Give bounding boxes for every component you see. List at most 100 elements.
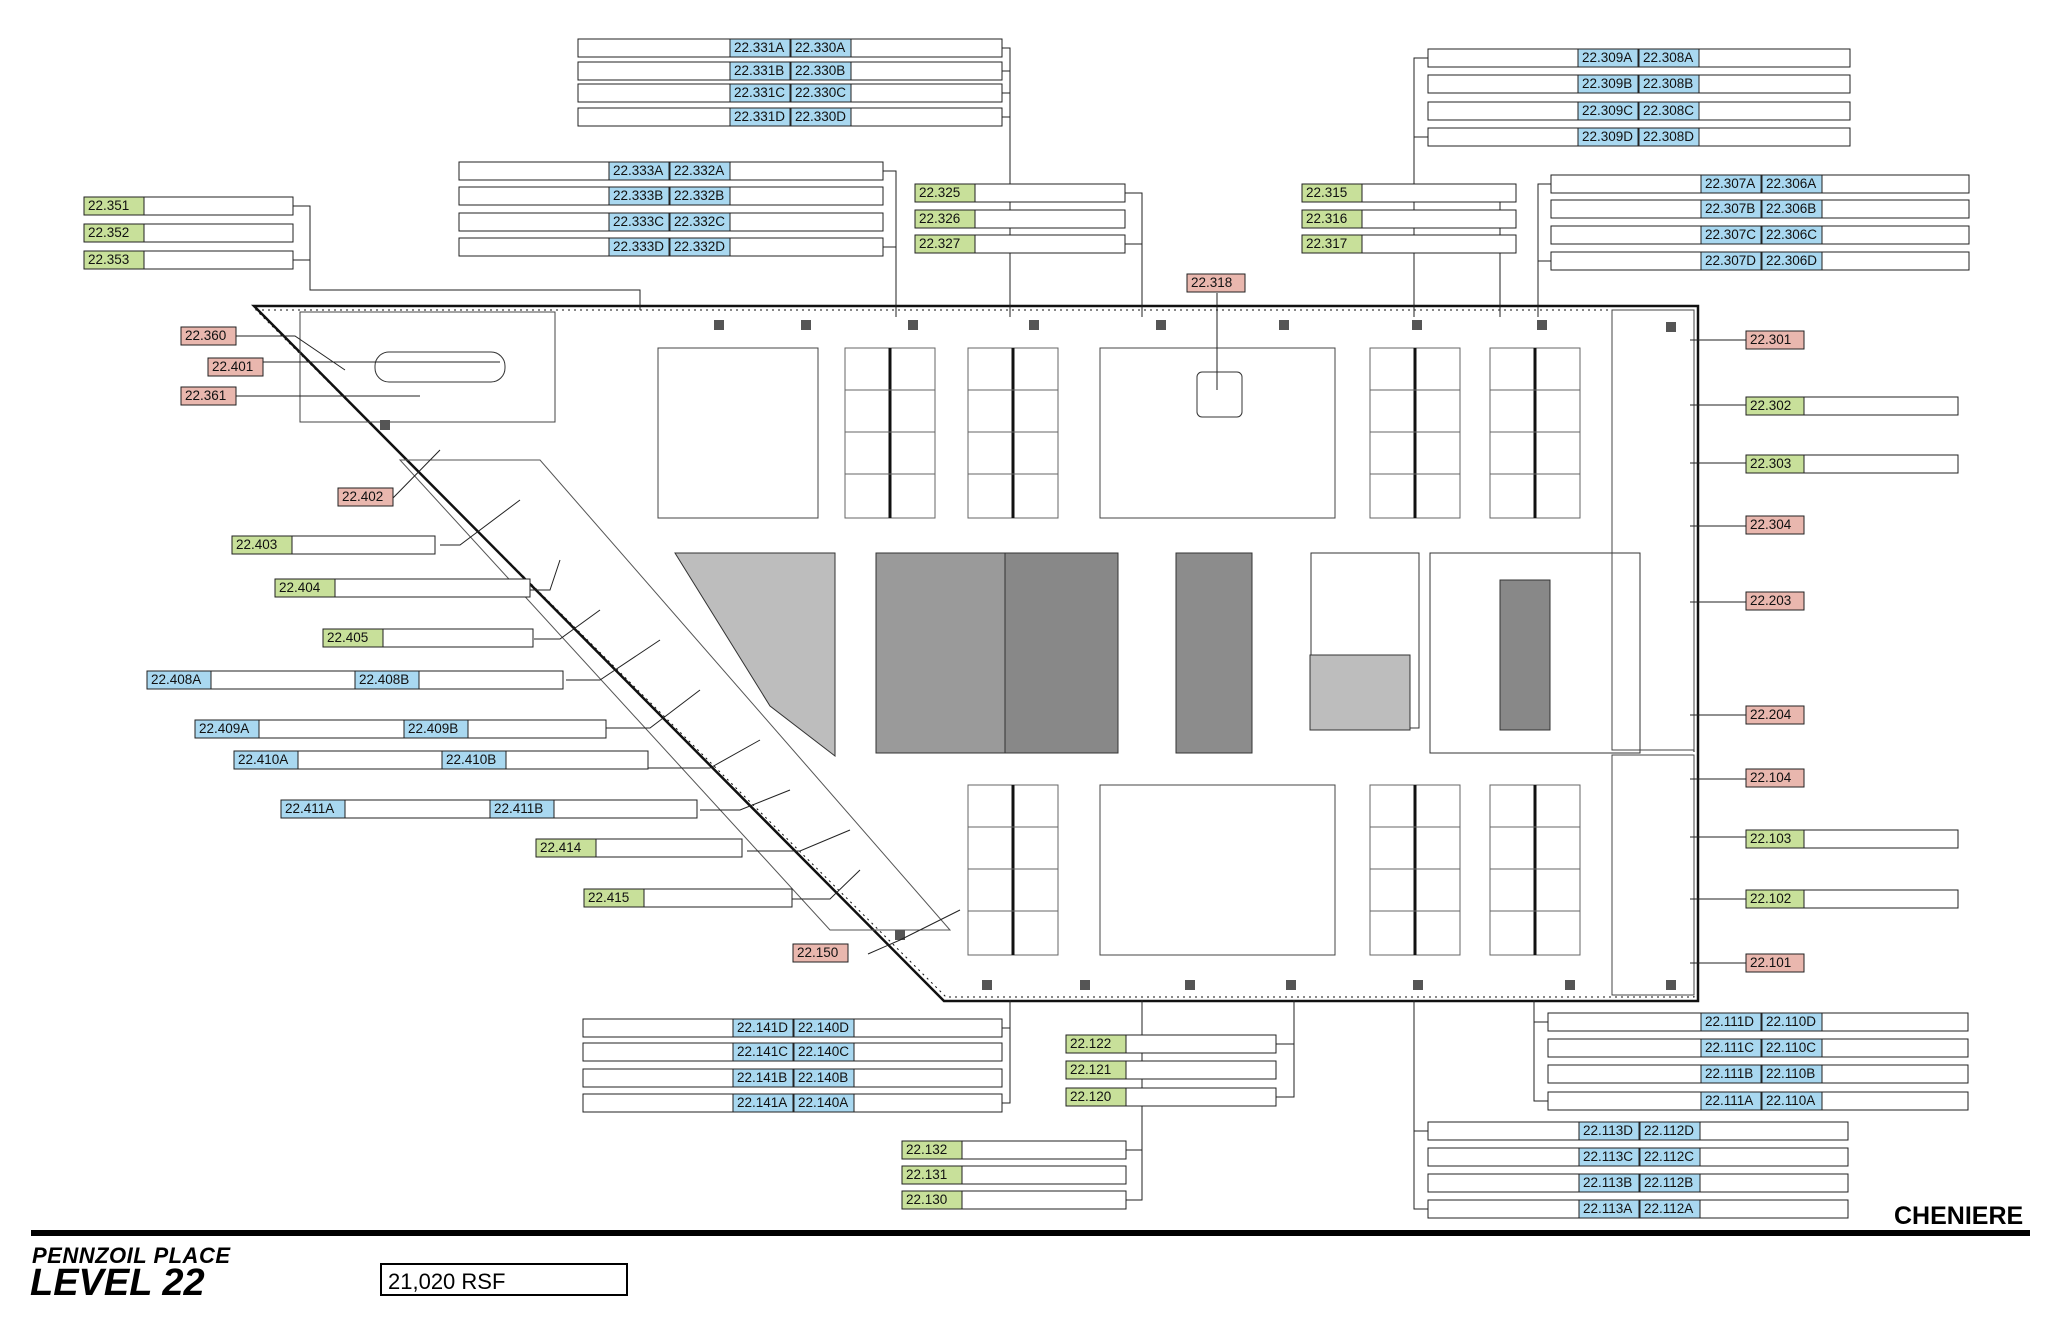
angled-wing-offices [398, 459, 952, 931]
elevator-bank-east [1175, 552, 1253, 754]
room-number: 22.309C [1582, 103, 1633, 118]
room-tag-22317: 22.317 [1301, 234, 1363, 254]
room-number: 22.306C [1766, 227, 1817, 242]
room-number: 22.111D [1705, 1014, 1754, 1029]
room-tag-22330d: 22.330D [790, 107, 852, 127]
room-tag-22104: 22.104 [1745, 768, 1805, 788]
room-number: 22.331C [734, 85, 785, 100]
room-number: 22.409A [199, 721, 249, 736]
room-tag-22132: 22.132 [901, 1140, 963, 1160]
room-number: 22.113D [1583, 1123, 1633, 1138]
room-tag-22404: 22.404 [274, 578, 336, 598]
room-tag-22121: 22.121 [1065, 1060, 1127, 1080]
structural-column [908, 320, 918, 330]
room-tag-22316: 22.316 [1301, 209, 1363, 229]
leader-line [1533, 1021, 1548, 1102]
room-tag-22306c: 22.306C [1761, 225, 1823, 245]
room-number: 22.408B [359, 672, 409, 687]
room-tag-22111a: 22.111A [1700, 1091, 1762, 1111]
building-outline [250, 304, 1700, 1003]
room-tag-22302: 22.302 [1745, 396, 1805, 416]
meeting-table [1196, 371, 1243, 418]
room-number: 22.331D [734, 109, 785, 124]
structural-column [1156, 320, 1166, 330]
room-number: 22.333C [613, 214, 664, 229]
room-tag-22405: 22.405 [322, 628, 384, 648]
room-number: 22.404 [279, 580, 321, 595]
room-number: 22.110C [1766, 1040, 1816, 1055]
room-tag-22113d: 22.113D [1578, 1121, 1640, 1141]
room-number: 22.304 [1750, 517, 1792, 532]
room-tag-22309a: 22.309A [1577, 48, 1639, 68]
leader-line [867, 909, 961, 955]
room-tag-22352: 22.352 [83, 223, 145, 243]
room-number: 22.332B [674, 188, 724, 203]
room-number: 22.130 [906, 1192, 947, 1207]
service-stair [1309, 654, 1411, 731]
room-tag-22409b: 22.409B [403, 719, 469, 739]
room-number: 22.122 [1070, 1036, 1111, 1051]
room-tag-22113c: 22.113C [1578, 1147, 1640, 1167]
room-number: 22.111A [1705, 1093, 1753, 1108]
room-tag-22410b: 22.410B [441, 750, 507, 770]
curtain-wall [254, 309, 1695, 998]
room-tag-22140c: 22.140C [793, 1042, 855, 1062]
workstation-cluster [1369, 784, 1461, 956]
room-number: 22.112C [1644, 1149, 1694, 1164]
room-tag-22318: 22.318 [1186, 273, 1246, 293]
leader-line [1276, 1043, 1295, 1098]
room-tag-22306b: 22.306B [1761, 199, 1823, 219]
room-tag-22409a: 22.409A [194, 719, 260, 739]
room-tag-22308d: 22.308D [1638, 127, 1700, 147]
room-number: 22.309B [1582, 76, 1632, 91]
structural-column [1029, 320, 1039, 330]
structural-column [1286, 980, 1296, 990]
room-tag-22332d: 22.332D [669, 237, 731, 257]
room-number: 22.113C [1583, 1149, 1633, 1164]
room-number: 22.360 [185, 328, 226, 343]
room-tag-22122: 22.122 [1065, 1034, 1127, 1054]
office-block [657, 347, 819, 519]
leader-line [391, 449, 441, 500]
room-tag-22306a: 22.306A [1761, 174, 1823, 194]
room-number: 22.306A [1766, 176, 1816, 191]
room-number: 22.102 [1750, 891, 1791, 906]
room-tag-22309d: 22.309D [1577, 127, 1639, 147]
structural-column [982, 980, 992, 990]
room-number: 22.403 [236, 537, 277, 552]
room-number: 22.405 [327, 630, 368, 645]
stair-core [1004, 552, 1119, 754]
room-tag-22408a: 22.408A [146, 670, 212, 690]
room-tag-22414: 22.414 [535, 838, 597, 858]
leader-line [236, 335, 346, 371]
room-tag-22333a: 22.333A [608, 161, 670, 181]
room-tag-22402: 22.402 [337, 487, 394, 507]
room-tag-22130: 22.130 [901, 1190, 963, 1210]
leader-line [1002, 47, 1011, 118]
office-block [1611, 754, 1695, 996]
room-tag-22140b: 22.140B [793, 1068, 855, 1088]
room-tag-22203: 22.203 [1745, 591, 1805, 611]
room-tag-22111d: 22.111D [1700, 1012, 1762, 1032]
room-tag-22360: 22.360 [180, 326, 237, 346]
room-number: 22.331B [734, 63, 784, 78]
room-number: 22.332A [674, 163, 724, 178]
room-tag-22332a: 22.332A [669, 161, 731, 181]
room-tag-22401: 22.401 [207, 357, 264, 377]
room-number: 22.308B [1643, 76, 1693, 91]
room-number: 22.330B [795, 63, 845, 78]
room-number: 22.131 [906, 1167, 947, 1182]
room-number: 22.401 [212, 359, 253, 374]
structural-column [1666, 980, 1676, 990]
room-number: 22.140C [798, 1044, 849, 1059]
room-number: 22.330D [795, 109, 846, 124]
area-box: 21,020 RSF [380, 1263, 628, 1296]
room-tag-22361: 22.361 [180, 386, 237, 406]
level-title: LEVEL 22 [30, 1262, 205, 1304]
leader-line [534, 609, 601, 640]
room-tag-22315: 22.315 [1301, 183, 1363, 203]
room-tag-22307a: 22.307A [1700, 174, 1762, 194]
room-number: 22.301 [1750, 332, 1791, 347]
room-number: 22.307A [1705, 176, 1755, 191]
room-number: 22.333D [613, 239, 664, 254]
